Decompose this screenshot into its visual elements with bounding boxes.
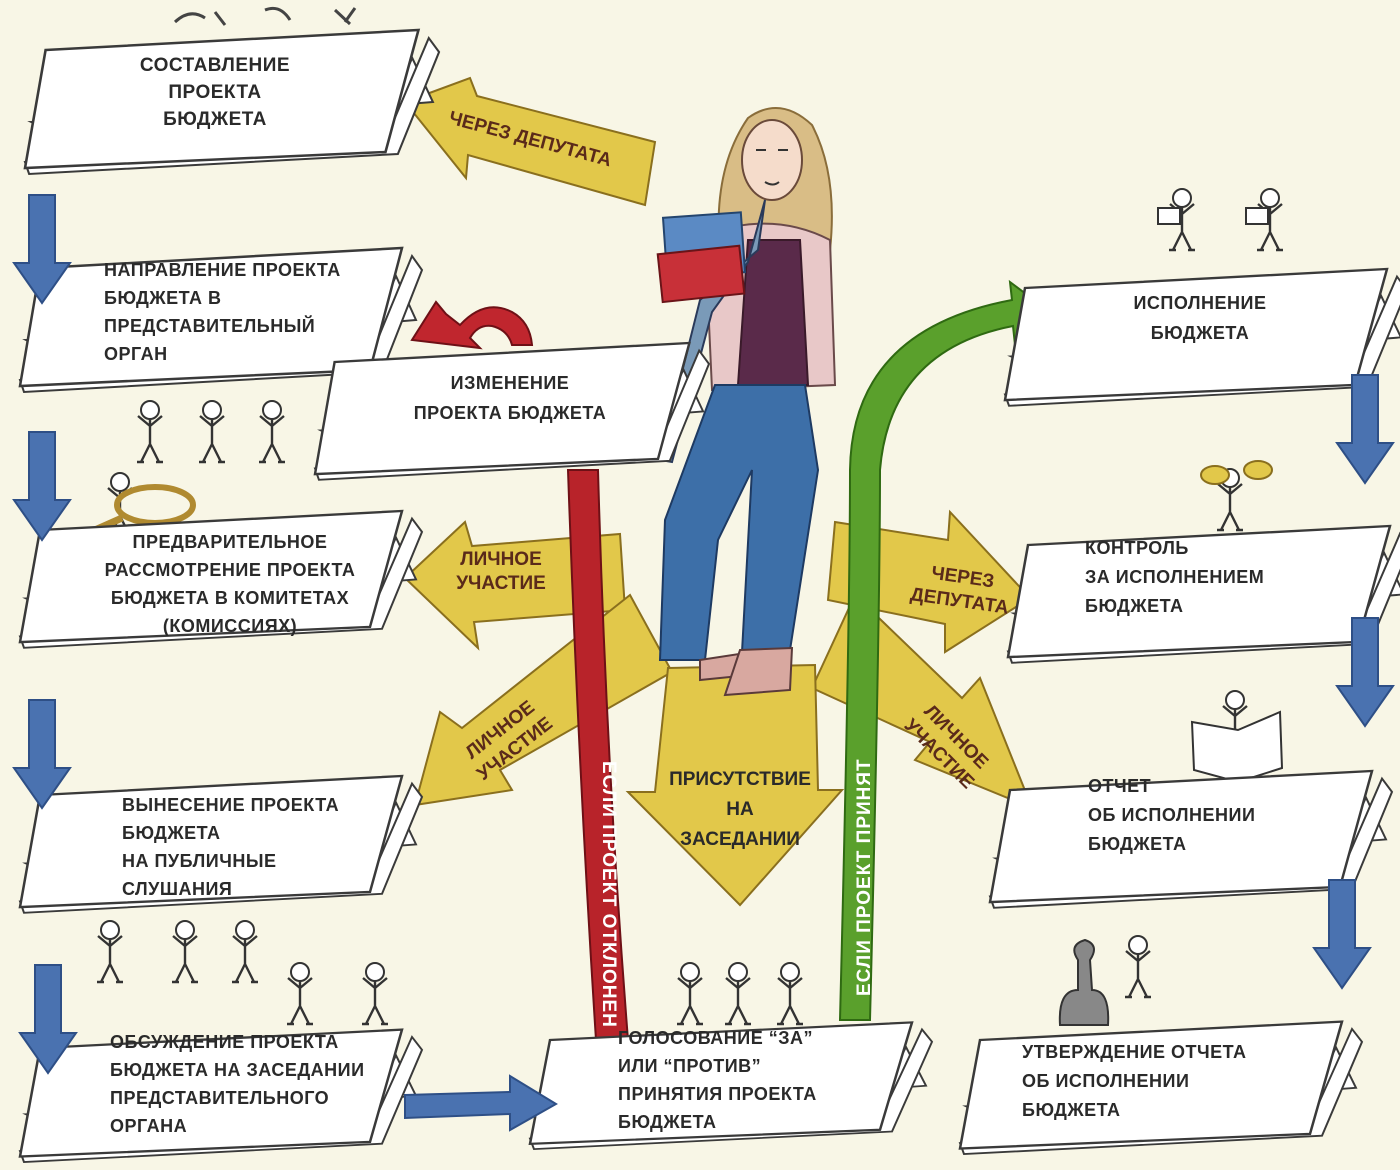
- attendance-label: ПРИСУТСТВИЕ НА ЗАСЕДАНИИ: [669, 769, 811, 850]
- stage-right-2-text: КОНТРОЛЬ ЗА ИСПОЛНЕНИЕМ БЮДЖЕТА: [1085, 538, 1265, 616]
- stage-right-4-text: УТВЕРЖДЕНИЕ ОТЧЕТА ОБ ИСПОЛНЕНИИ БЮДЖЕТА: [1022, 1042, 1247, 1120]
- people-executing: [1157, 187, 1285, 252]
- person-with-binoculars: [1200, 460, 1273, 532]
- accepted-band: [838, 279, 1052, 1021]
- flow-arrow-left-3: [13, 699, 71, 809]
- stage-right-1-text: ИСПОЛНЕНИЕ БЮДЖЕТА: [1133, 293, 1267, 343]
- stage-left-3-text: ПРЕДВАРИТЕЛЬНОЕ РАССМОТРЕНИЕ ПРОЕКТА БЮД…: [104, 532, 356, 636]
- arrow-personal-upper-left: [403, 520, 627, 651]
- student-figure: [656, 107, 837, 697]
- stage-right-3-text: ОТЧЕТ ОБ ИСПОЛНЕНИИ БЮДЖЕТА: [1088, 776, 1256, 854]
- people-holding-sheet: [135, 399, 287, 464]
- stage-left-2-text: НАПРАВЛЕНИЕ ПРОЕКТА БЮДЖЕТА В ПРЕДСТАВИТ…: [104, 260, 341, 364]
- arrow-attendance: [625, 663, 845, 907]
- stage-left-5-text: ОБСУЖДЕНИЕ ПРОЕКТА БЮДЖЕТА НА ЗАСЕДАНИИ …: [110, 1032, 365, 1136]
- arrow-personal-lower-left: [413, 593, 674, 807]
- rejected-band-label: ЕСЛИ ПРОЕКТ ОТКЛОНЕН: [598, 761, 619, 1028]
- person-reading-report: [1190, 689, 1284, 784]
- flow-arrow-right-1: [1336, 374, 1394, 484]
- stage-change-text: ИЗМЕНЕНИЕ ПРОЕКТА БЮДЖЕТА: [413, 373, 607, 423]
- person-with-stamp: [1058, 934, 1153, 1026]
- people-hearing: [95, 919, 390, 1026]
- stage-left-4-text: ВЫНЕСЕНИЕ ПРОЕКТА БЮДЖЕТА НА ПУБЛИЧНЫЕ С…: [122, 795, 340, 899]
- stage-vote-text: ГОЛОСОВАНИЕ “ЗА” ИЛИ “ПРОТИВ” ПРИНЯТИЯ П…: [618, 1028, 817, 1132]
- accepted-band-label: ЕСЛИ ПРОЕКТ ПРИНЯТ: [854, 758, 875, 996]
- flow-arrow-right-3: [1313, 879, 1371, 989]
- arrow-via-deputy-top: [403, 76, 657, 207]
- people-voting: [675, 961, 805, 1026]
- top-sketch-marks: [173, 6, 357, 26]
- personal-upper-left-label: ЛИЧНОЕ УЧАСТИЕ: [456, 549, 546, 594]
- flow-arrow-left-2: [13, 431, 71, 541]
- stage-left-1-text: СОСТАВЛЕНИЕ ПРОЕКТА БЮДЖЕТА: [139, 55, 291, 130]
- rejected-return-arrow: [410, 300, 534, 350]
- flow-arrow-to-vote: [404, 1074, 558, 1132]
